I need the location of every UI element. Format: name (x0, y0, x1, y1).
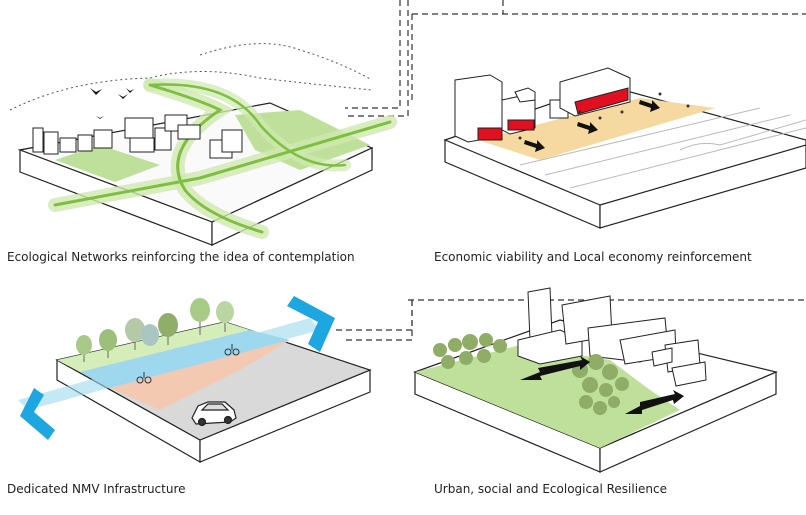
flow-arrows-icon (524, 100, 660, 152)
birds-icon (90, 88, 134, 119)
block-side-right (211, 147, 373, 246)
green-park-left (55, 145, 160, 182)
green-verge (57, 322, 250, 372)
block-side-right (599, 144, 806, 229)
dashed-connectors (335, 0, 806, 341)
people-icon (518, 92, 690, 140)
bidirectional-arrow-icon (18, 296, 335, 440)
caption-resilience-text: Urban, social and Ecological Resilience (434, 482, 667, 496)
caption-nmv-text: Dedicated NMV Infrastructure (7, 482, 186, 496)
caption-ecological-text: Ecological Networks reinforcing the idea… (7, 250, 355, 264)
economic-viability-diagram (443, 67, 806, 229)
pink-path (110, 340, 290, 410)
buildings (454, 67, 631, 143)
road-lines (519, 107, 806, 189)
buildings (517, 287, 707, 387)
forest (433, 333, 629, 415)
green-corridors (48, 78, 397, 239)
caption-economic-text: Economic viability and Local economy rei… (434, 250, 752, 264)
ecological-network-diagram (9, 43, 397, 246)
resilience-diagram (413, 287, 778, 473)
nmv-infrastructure-diagram (18, 296, 372, 464)
cyclist-icon (136, 344, 240, 384)
trees (76, 298, 234, 362)
car-icon (191, 401, 237, 427)
bidirectional-arrow-icon (520, 356, 684, 414)
terrain-line (9, 71, 373, 111)
buildings (32, 114, 243, 159)
terrain-line-2 (199, 43, 373, 81)
